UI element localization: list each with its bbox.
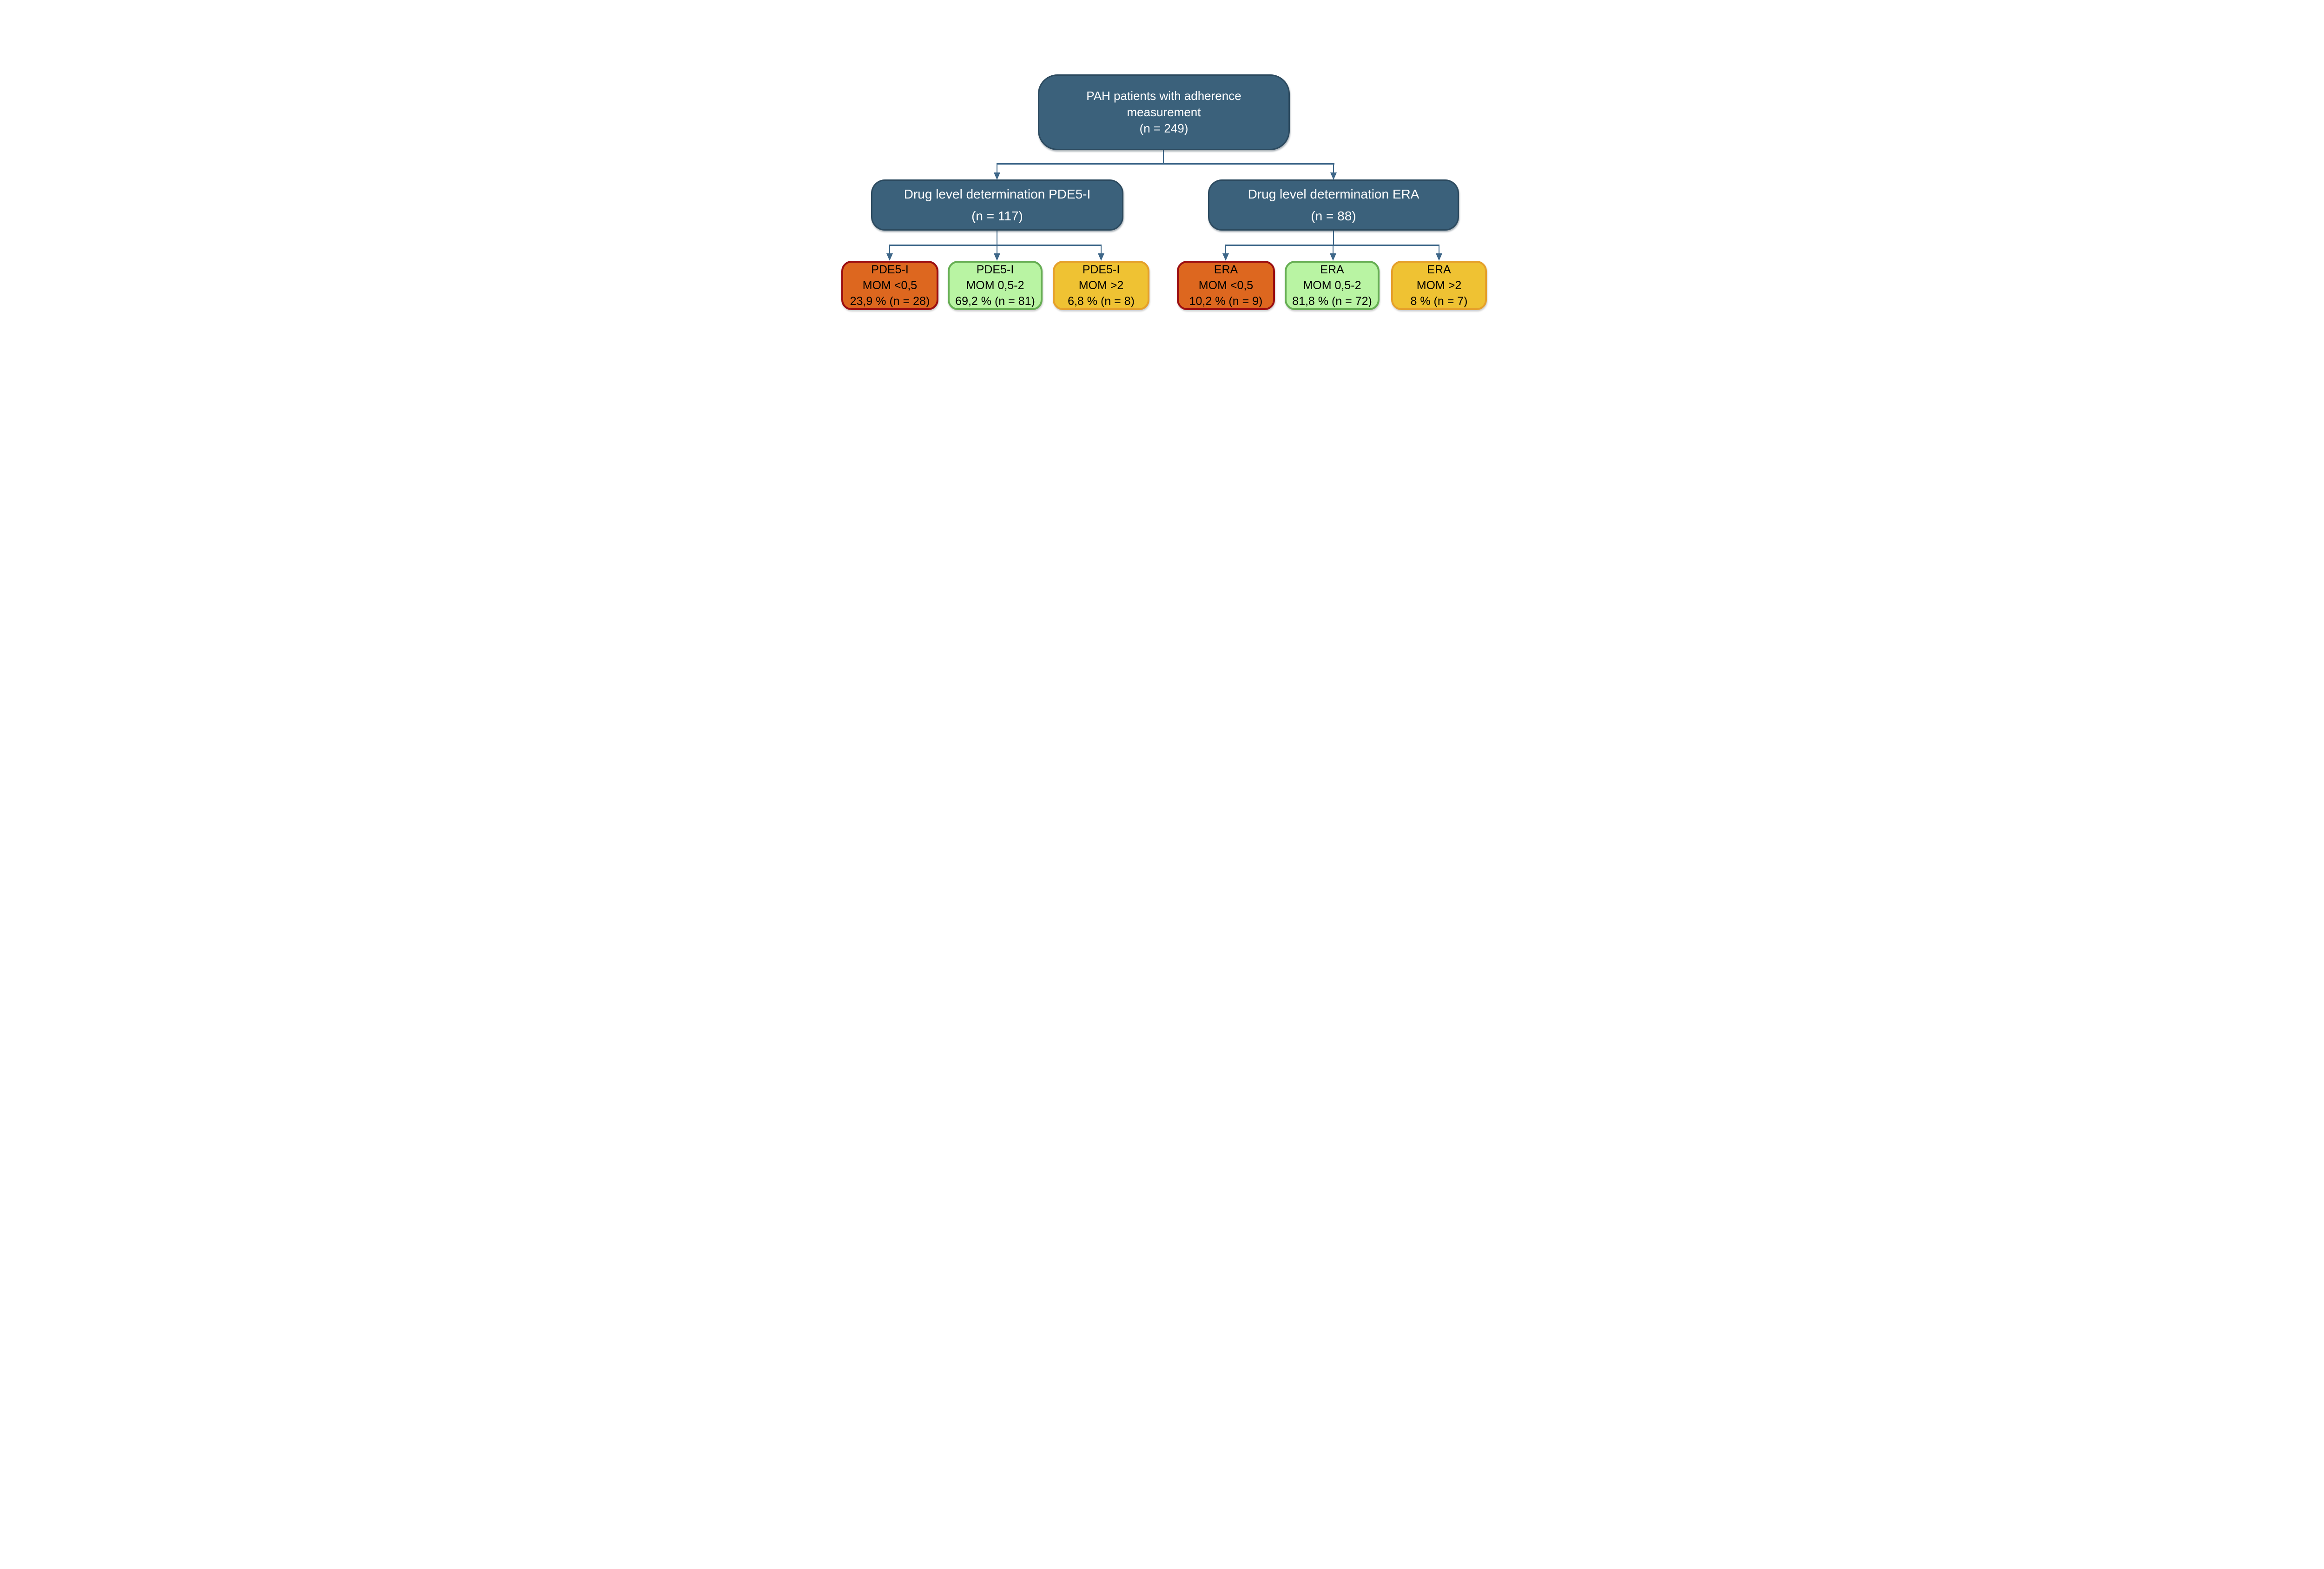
leaf-node-line: MOM 0,5-2 [1303,279,1361,292]
connector-drop-pde5i-high [1101,245,1102,254]
connector-drop-era-low [1225,245,1226,254]
flowchart: PAH patients with adherence measurement … [813,0,1511,392]
leaf-node-line: MOM >2 [1416,279,1462,292]
leaf-node-line: ERA [1214,263,1238,276]
connector-era-horizontal [1225,245,1439,246]
root-node-line: (n = 249) [1139,121,1188,135]
branch-node-pde5i: Drug level determination PDE5-I (n = 117… [871,179,1123,231]
leaf-node-line: PDE5-I [976,263,1014,276]
root-node-line: measurement [1127,105,1201,119]
branch-node-line: (n = 88) [1311,209,1356,223]
leaf-node-line: MOM <0,5 [1198,279,1254,292]
arrow-down-icon [1098,253,1104,261]
leaf-node-line: ERA [1320,263,1344,276]
leaf-node-line: 81,8 % (n = 72) [1292,295,1372,308]
leaf-node-line: MOM <0,5 [862,279,918,292]
leaf-node-pde5i-mom-in-range: PDE5-I MOM 0,5-2 69,2 % (n = 81) [948,261,1043,310]
leaf-node-pde5i-mom-high: PDE5-I MOM >2 6,8 % (n = 8) [1053,261,1149,310]
leaf-node-line: ERA [1427,263,1451,276]
root-node: PAH patients with adherence measurement … [1038,74,1290,150]
leaf-node-line: 23,9 % (n = 28) [850,295,930,308]
arrow-down-icon [886,253,893,261]
leaf-node-pde5i-mom-low: PDE5-I MOM <0,5 23,9 % (n = 28) [841,261,938,310]
arrow-down-icon [1436,253,1442,261]
branch-node-line: Drug level determination ERA [1248,187,1419,201]
leaf-node-era-mom-high: ERA MOM >2 8 % (n = 7) [1391,261,1487,310]
connector-drop-era-mid [1333,245,1334,254]
leaf-node-line: 69,2 % (n = 81) [955,295,1035,308]
arrow-down-icon [1330,172,1337,180]
arrow-down-icon [1330,253,1336,261]
leaf-node-line: MOM 0,5-2 [966,279,1024,292]
connector-drop-era [1333,163,1334,173]
arrow-down-icon [994,253,1000,261]
connector-drop-pde5i-low [889,245,890,254]
leaf-node-line: 8 % (n = 7) [1410,295,1468,308]
leaf-node-line: MOM >2 [1078,279,1124,292]
leaf-node-line: 6,8 % (n = 8) [1068,295,1135,308]
arrow-down-icon [1222,253,1229,261]
connector-root-stem [1163,149,1164,164]
leaf-node-line: 10,2 % (n = 9) [1189,295,1263,308]
leaf-node-line: PDE5-I [1082,263,1120,276]
leaf-node-era-mom-low: ERA MOM <0,5 10,2 % (n = 9) [1177,261,1275,310]
branch-node-line: (n = 117) [971,209,1023,223]
leaf-node-era-mom-in-range: ERA MOM 0,5-2 81,8 % (n = 72) [1285,261,1380,310]
arrow-down-icon [994,172,1000,180]
connector-pde5i-horizontal [889,245,1102,246]
connector-level1-horizontal [997,163,1334,165]
branch-node-line: Drug level determination PDE5-I [904,187,1091,201]
branch-node-era: Drug level determination ERA (n = 88) [1208,179,1459,231]
connector-era-stem [1333,230,1334,245]
leaf-node-line: PDE5-I [871,263,909,276]
root-node-line: PAH patients with adherence [1086,89,1241,103]
